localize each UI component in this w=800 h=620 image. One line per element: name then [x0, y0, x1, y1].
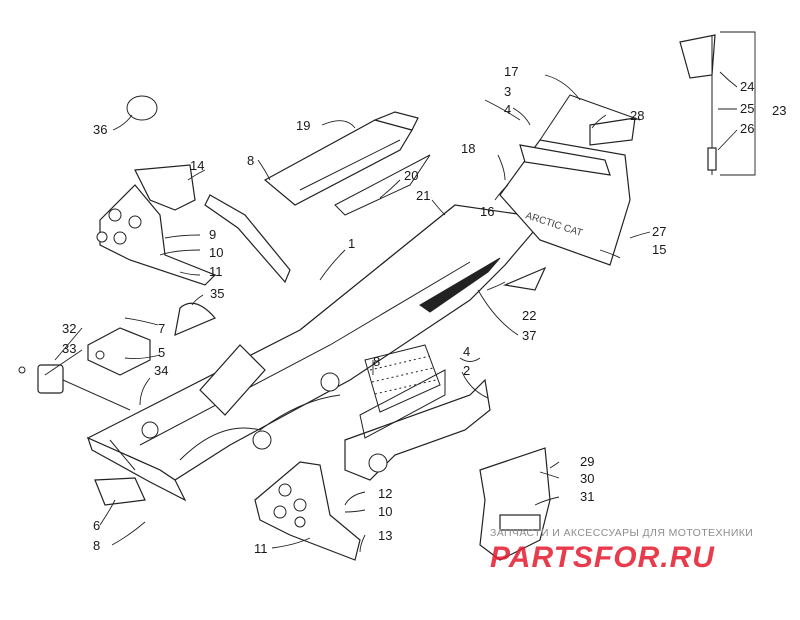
left-bracket-lower-part	[254, 461, 361, 561]
callout-17: 17	[504, 64, 518, 79]
callout-19: 19	[296, 118, 310, 133]
callout-9: 9	[209, 227, 216, 242]
callout-labels: 1 2 3 4 4 5 6 7 8 8 8 9 10 10 11 11 12 1…	[62, 64, 786, 556]
callout-28: 28	[630, 108, 644, 123]
callout-4b: 4	[463, 344, 470, 359]
callout-18: 18	[461, 141, 475, 156]
decal-part	[502, 266, 547, 291]
callout-31: 31	[580, 489, 594, 504]
partsfor-logo: PARTSFOR.RU	[490, 541, 715, 574]
mount-bracket-part	[87, 327, 151, 376]
cable-part	[174, 302, 216, 336]
callout-20: 20	[404, 168, 418, 183]
callout-5: 5	[158, 345, 165, 360]
footrest-part	[94, 477, 146, 506]
callout-13: 13	[378, 528, 392, 543]
callout-8a: 8	[247, 153, 254, 168]
callout-27: 27	[652, 224, 666, 239]
callout-7: 7	[158, 321, 165, 336]
ring-clamp-part	[126, 95, 158, 121]
rear-bumper-part: ARCTIC CAT	[499, 94, 641, 266]
callout-6: 6	[93, 518, 100, 533]
callout-3: 3	[504, 84, 511, 99]
callout-1: 1	[348, 236, 355, 251]
steering-support-part	[263, 111, 431, 216]
callout-37: 37	[522, 328, 536, 343]
callout-29: 29	[580, 454, 594, 469]
callout-10b: 10	[378, 504, 392, 519]
callout-30: 30	[580, 471, 594, 486]
callout-23: 23	[772, 103, 786, 118]
callout-25: 25	[740, 101, 754, 116]
watermark-tagline: ЗАПЧАСТИ И АКСЕССУАРЫ ДЛЯ МОТОТЕХНИКИ	[490, 527, 754, 539]
callout-10a: 10	[209, 245, 223, 260]
callout-32: 32	[62, 321, 76, 336]
callout-36: 36	[93, 122, 107, 137]
callout-35: 35	[210, 286, 224, 301]
callout-14: 14	[190, 158, 204, 173]
callout-2: 2	[463, 363, 470, 378]
callout-33: 33	[62, 341, 76, 356]
chaincase-cover-part	[479, 447, 551, 561]
callout-26: 26	[740, 121, 754, 136]
callout-16: 16	[480, 204, 494, 219]
callout-11b: 11	[254, 541, 268, 556]
brace-rod-part	[204, 194, 291, 284]
callout-21: 21	[416, 188, 430, 203]
callout-12: 12	[378, 486, 392, 501]
callout-11a: 11	[209, 264, 223, 279]
flag-pole-part	[679, 31, 756, 176]
rear-side-panel-part	[344, 369, 491, 481]
mesh-panel-part	[364, 344, 441, 413]
callout-8b: 8	[373, 354, 380, 369]
callout-24: 24	[740, 79, 754, 94]
callout-4a: 4	[504, 102, 511, 117]
leader-lines	[44, 71, 738, 553]
left-bracket-upper-part	[96, 164, 217, 286]
callout-8c: 8	[93, 538, 100, 553]
callout-22: 22	[522, 308, 536, 323]
tunnel-chassis-part	[86, 204, 547, 502]
callout-15: 15	[652, 242, 666, 257]
electrical-module-part	[18, 364, 131, 411]
callout-34: 34	[154, 363, 168, 378]
